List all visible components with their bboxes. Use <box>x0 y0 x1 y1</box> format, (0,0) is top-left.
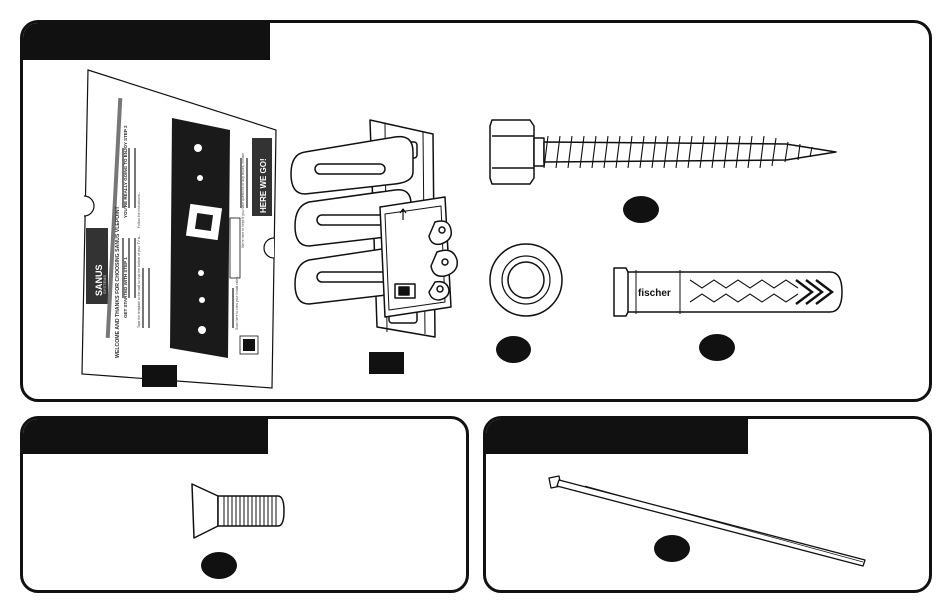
part-label-box-bracket <box>369 352 404 374</box>
flat-head-screw <box>191 483 285 539</box>
anchor-brand-text: fischer <box>638 288 671 299</box>
template-brand-text: SANUS <box>94 264 104 296</box>
part-label-dot-washer <box>496 336 531 363</box>
template-step1-text: Tape the template to the wall so that th… <box>137 234 141 328</box>
part-label-box-template <box>142 365 177 387</box>
wall-bracket <box>290 119 458 338</box>
panel-header-tab <box>23 23 270 60</box>
panel-header-tab <box>486 419 748 454</box>
cable-tie <box>548 475 866 567</box>
part-label-dot-cable-tie <box>654 535 690 562</box>
template-step2-title: YOU'RE REALLY GOING TO ENJOY STEP 2 <box>123 125 128 218</box>
part-label-dot-lag-bolt <box>623 196 659 223</box>
washer <box>489 243 563 317</box>
template-headline-text: WELCOME AND THANKS FOR CHOOSING SANUS VL… <box>115 205 121 358</box>
template-step1-title: GET STARTED WITH STEP 1 <box>123 257 128 318</box>
lag-bolt <box>489 119 837 185</box>
template-video-text: Scan here to view your install video. <box>235 276 239 330</box>
template-brand-sub-text: SYSTEMS <box>102 275 107 294</box>
wall-anchor: fischer <box>613 267 843 317</box>
part-label-dot-anchor <box>699 334 735 361</box>
template-help-text: We're here to help! If you have question… <box>241 153 245 248</box>
wall-template: SANUS HERE WE GO! WELCOME AND THANKS FOR… <box>81 69 277 389</box>
template-step2-text: Follow the instructions... <box>137 192 141 228</box>
panel-header-tab <box>23 419 268 454</box>
template-cta-text: HERE WE GO! <box>259 158 268 213</box>
part-label-dot-screw <box>201 552 237 579</box>
